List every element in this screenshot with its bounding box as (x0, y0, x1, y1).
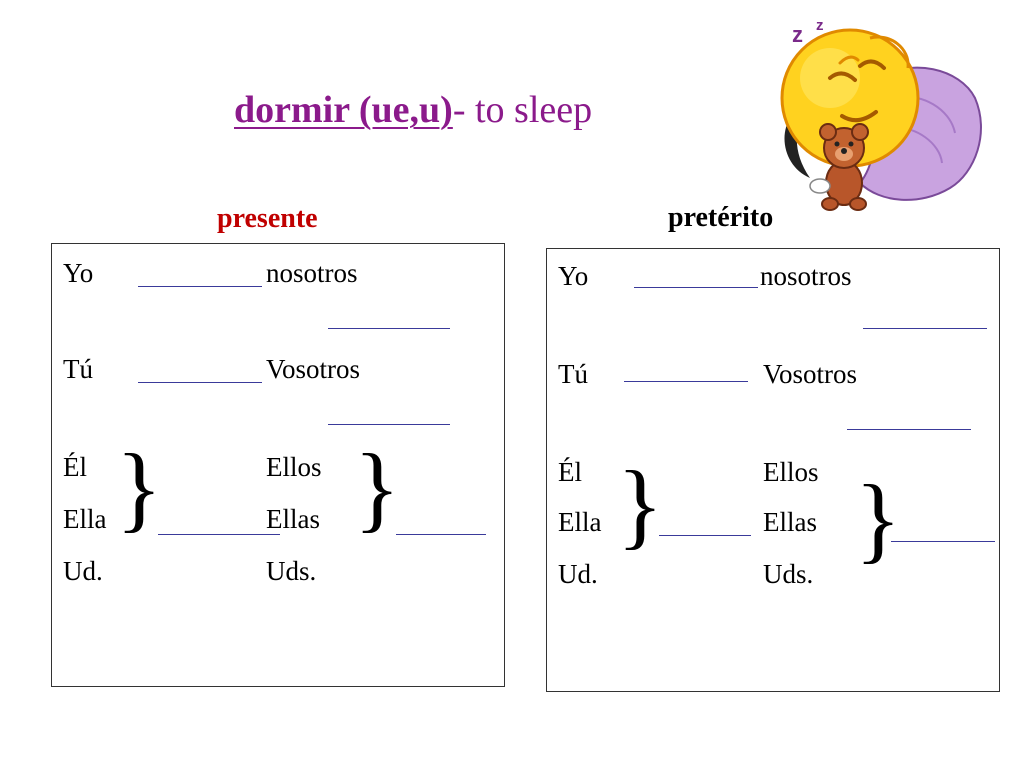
pronoun-ellas: Ellas (266, 504, 320, 534)
verb-title: dormir (ue,u) (234, 89, 453, 131)
page-title: dormir (ue,u)- to sleep (234, 88, 592, 132)
sleeping-sun-with-teddy-bear-icon: z z z (780, 17, 982, 211)
teddy-bear-icon (809, 123, 869, 211)
pronoun-el: Él (63, 452, 87, 482)
blank-nosotros[interactable] (328, 328, 450, 329)
preterito-conjugation-box: Yo nosotros Tú Vosotros Él Ella Ud. } El… (546, 248, 1000, 692)
pronoun-nosotros: nosotros (760, 261, 852, 291)
svg-text:z: z (816, 17, 824, 34)
pronoun-yo: Yo (63, 258, 94, 288)
blank-yo[interactable] (138, 286, 262, 287)
blank-tu[interactable] (624, 381, 748, 382)
pronoun-ella: Ella (558, 507, 602, 537)
pronoun-tu: Tú (63, 354, 93, 384)
brace-plural: } (354, 434, 401, 541)
verb-meaning: - to sleep (452, 89, 593, 131)
pronoun-tu: Tú (558, 359, 588, 389)
pronoun-ellos: Ellos (266, 452, 322, 482)
pronoun-nosotros: nosotros (266, 258, 358, 288)
pronoun-ella: Ella (63, 504, 107, 534)
blank-el-ella-ud[interactable] (659, 535, 751, 536)
pronoun-ellos: Ellos (763, 457, 819, 487)
blank-vosotros[interactable] (847, 429, 971, 430)
brace-singular: } (116, 434, 163, 541)
pronoun-ud: Ud. (63, 556, 103, 586)
blank-yo[interactable] (634, 287, 758, 288)
pronoun-ud: Ud. (558, 559, 598, 589)
pronoun-vosotros: Vosotros (763, 359, 858, 389)
pronoun-ellas: Ellas (763, 507, 817, 537)
blank-el-ella-ud[interactable] (158, 534, 280, 535)
pronoun-uds: Uds. (763, 559, 814, 589)
preterito-heading: pretérito (668, 202, 774, 233)
blank-vosotros[interactable] (328, 424, 450, 425)
pronoun-uds: Uds. (266, 556, 317, 586)
blank-nosotros[interactable] (863, 328, 987, 329)
brace-plural: } (855, 465, 902, 572)
blank-ellos-ellas-uds[interactable] (396, 534, 486, 535)
pronoun-yo: Yo (558, 261, 589, 291)
presente-conjugation-box: Yo nosotros Tú Vosotros Él Ella Ud. } El… (51, 243, 505, 687)
zzz-icon: z (792, 22, 803, 47)
blank-tu[interactable] (138, 382, 262, 383)
presente-heading: presente (217, 203, 318, 234)
pronoun-el: Él (558, 457, 582, 487)
brace-singular: } (617, 451, 664, 558)
blank-ellos-ellas-uds[interactable] (891, 541, 995, 542)
pronoun-vosotros: Vosotros (266, 354, 361, 384)
